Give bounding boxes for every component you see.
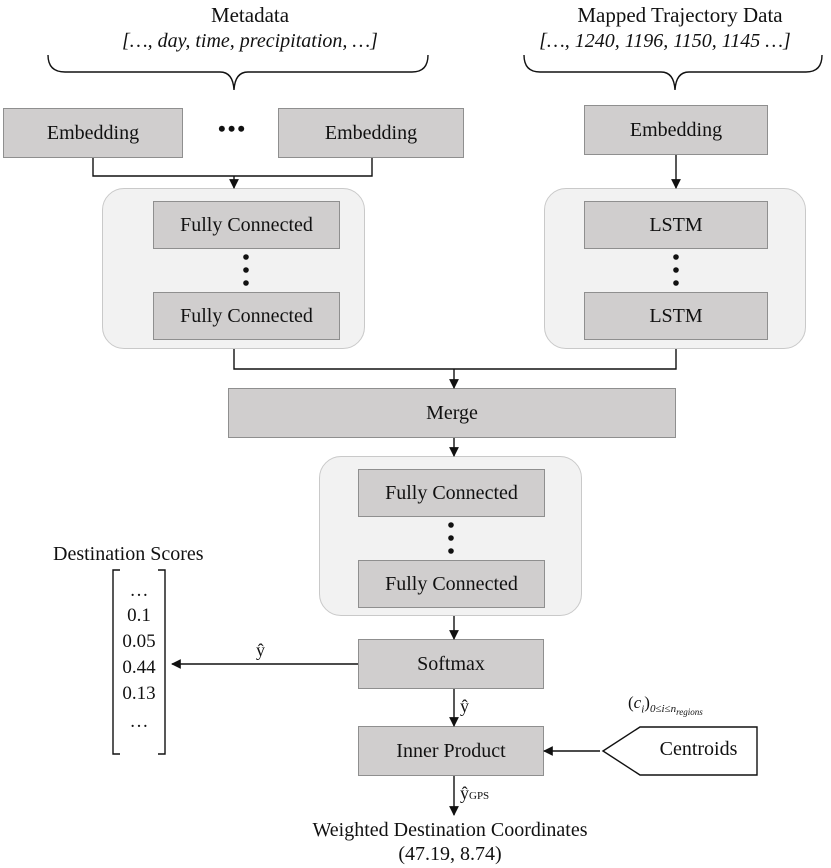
center-fc-top: Fully Connected (358, 469, 545, 517)
matrix-left-bracket (112, 569, 120, 755)
vertical-ellipsis-dots (243, 254, 679, 554)
softmax-box: Softmax (358, 639, 544, 689)
centroids-label: Centroids (659, 738, 738, 760)
metadata-fields: […, day, time, precipitation, …] (122, 30, 378, 52)
metadata-fc-top: Fully Connected (153, 201, 340, 249)
metadata-embedding-ellipsis: ••• (218, 116, 248, 141)
matrix-right-bracket (158, 569, 166, 755)
lstm-top: LSTM (584, 201, 768, 249)
y-hat-label-inner: ŷ (460, 696, 469, 716)
trajectory-embedding-box: Embedding (584, 105, 768, 155)
score-1: 0.1 (127, 605, 151, 626)
metadata-embed-connector (92, 158, 373, 177)
centroids-shape (601, 726, 758, 776)
metadata-embedding-box-1: Embedding (3, 108, 183, 158)
centroid-set-label: (ci)0≤i≤nregions (628, 693, 703, 718)
score-3: 0.44 (122, 657, 156, 678)
y-hat-label-softmax: ŷ (256, 640, 265, 660)
score-0: … (129, 580, 149, 601)
output-title: Weighted Destination Coordinates (312, 819, 588, 841)
score-4: 0.13 (122, 683, 156, 704)
metadata-title: Metadata (210, 3, 290, 27)
destination-scores-title: Destination Scores (53, 543, 204, 565)
merge-box: Merge (228, 388, 676, 438)
groups-to-merge-connector (233, 349, 677, 370)
center-fc-bottom: Fully Connected (358, 560, 545, 608)
metadata-brace (47, 54, 429, 91)
trajectory-title: Mapped Trajectory Data (577, 3, 783, 27)
metadata-embedding-box-2: Embedding (278, 108, 464, 158)
y-hat-gps-label: ŷGPS (460, 783, 490, 803)
lstm-bottom: LSTM (584, 292, 768, 340)
score-2: 0.05 (122, 631, 156, 652)
metadata-fc-bottom: Fully Connected (153, 292, 340, 340)
trajectory-values: […, 1240, 1196, 1150, 1145 …] (539, 30, 791, 52)
score-5: … (129, 711, 149, 732)
trajectory-brace (523, 54, 823, 91)
output-coordinates: (47.19, 8.74) (398, 843, 502, 865)
